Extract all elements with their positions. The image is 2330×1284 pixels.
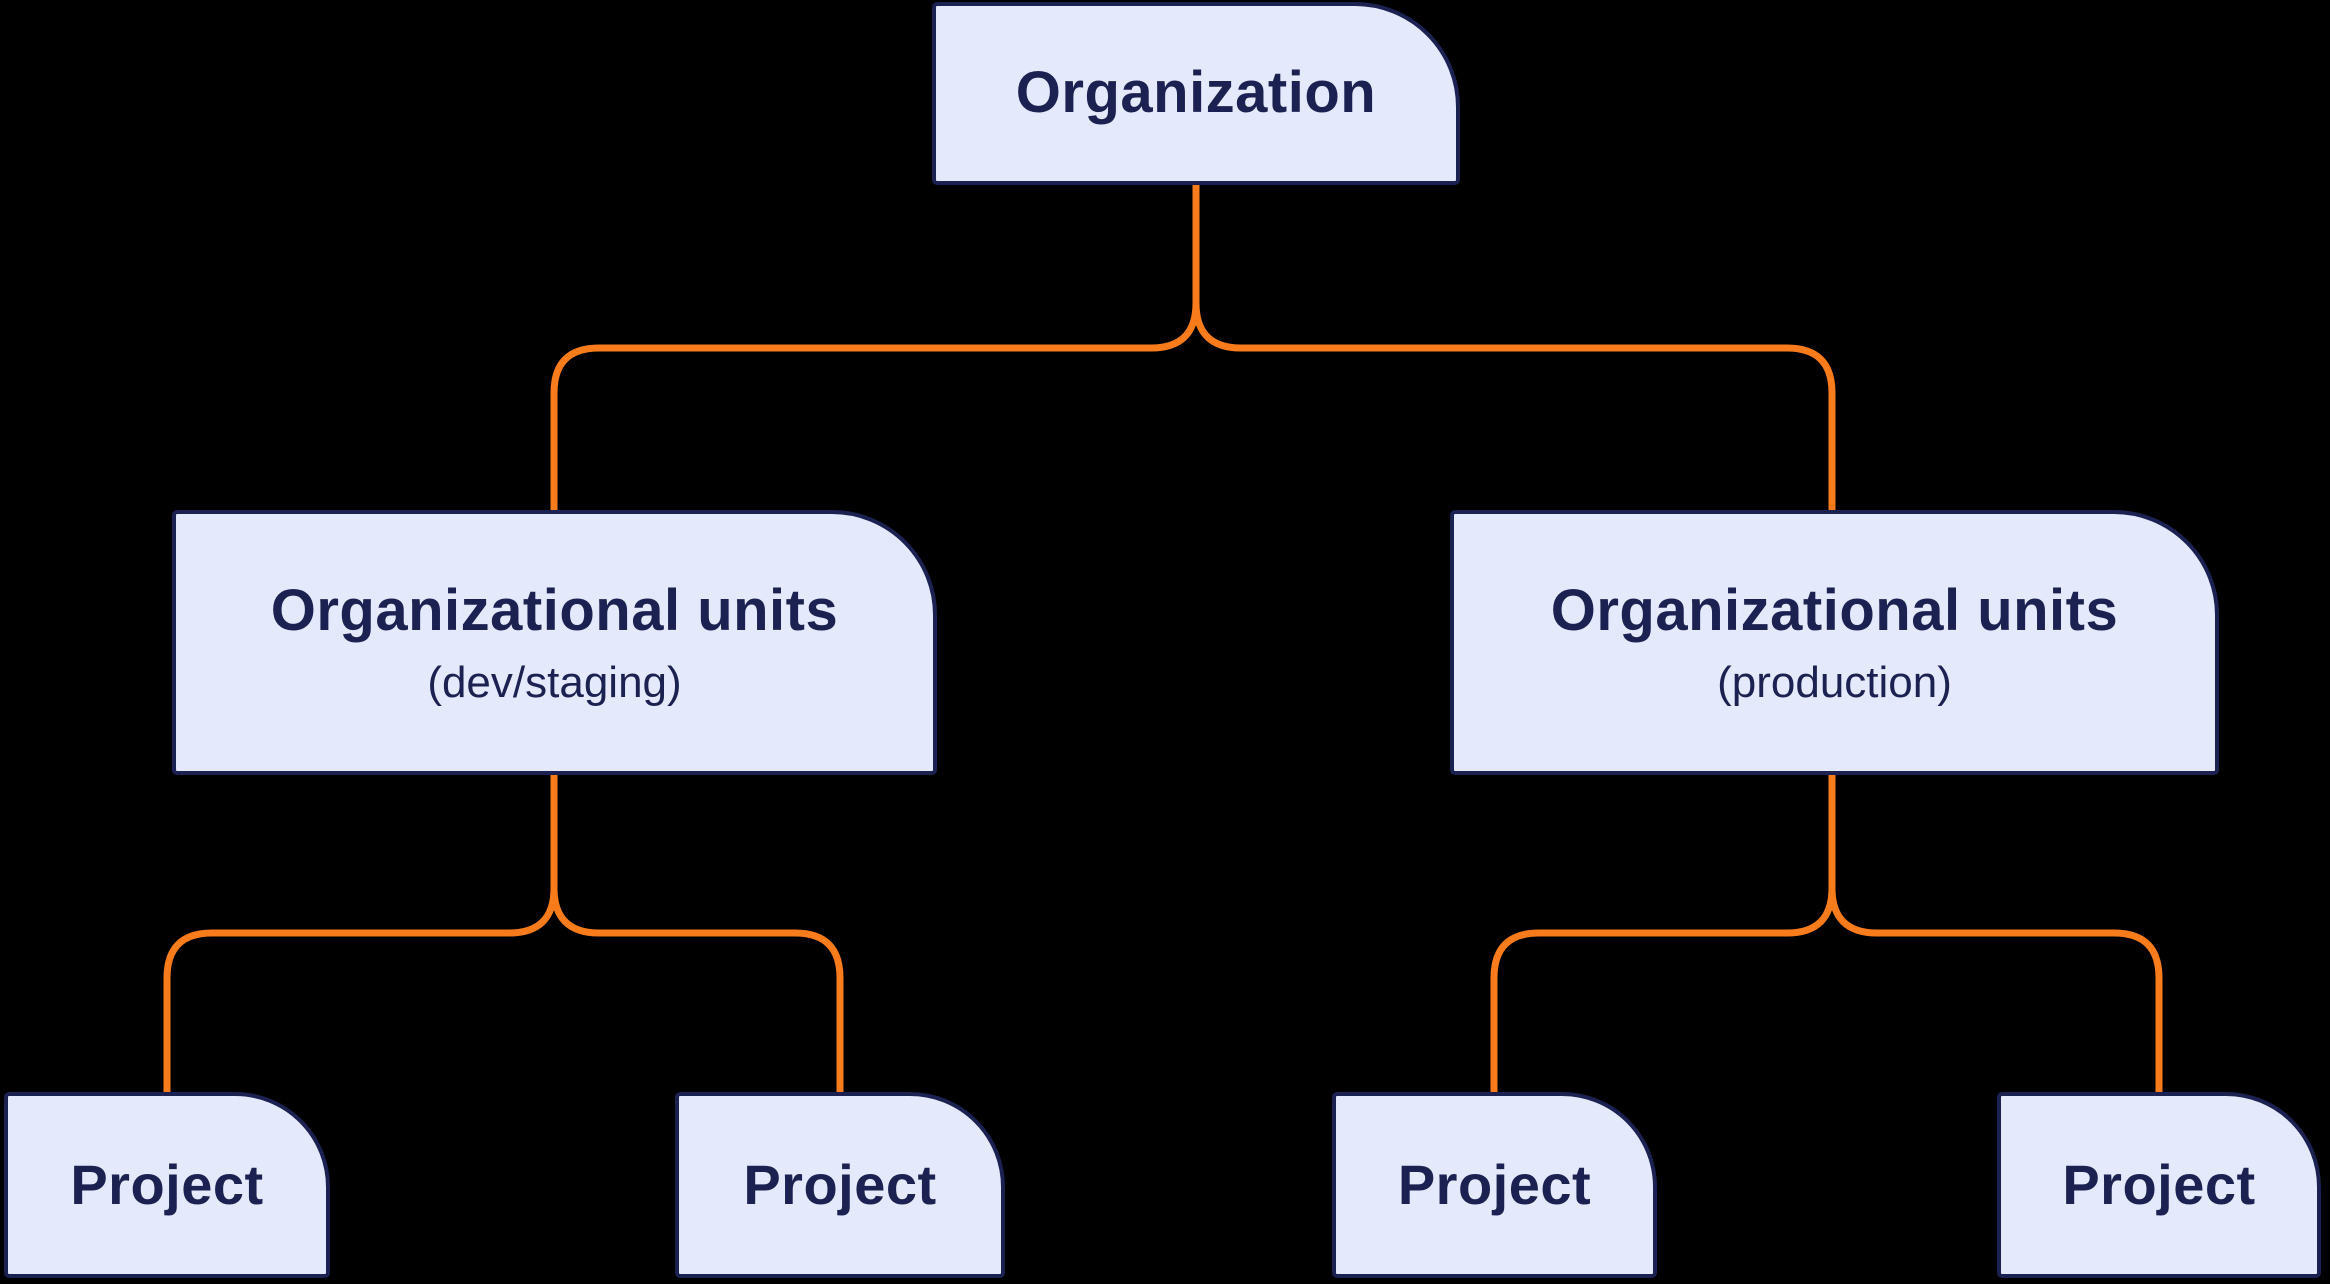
- connector-ou-prod-to-project-3: [1490, 771, 1836, 1096]
- ou-dev-staging-label: Organizational units: [270, 577, 839, 643]
- project-label: Project: [1397, 1152, 1592, 1216]
- connector-ou-prod-to-project-4: [1828, 771, 2163, 1096]
- ou-dev-staging-node: Organizational units (dev/staging): [172, 510, 937, 775]
- project-label: Project: [2062, 1152, 2256, 1216]
- ou-production-label: Organizational units: [1550, 577, 2119, 643]
- organization-node: Organization: [932, 2, 1460, 185]
- project-node: Project: [4, 1092, 330, 1278]
- project-node: Project: [1332, 1092, 1657, 1278]
- connector-org-to-ou-dev: [550, 181, 1200, 514]
- project-node: Project: [675, 1092, 1005, 1278]
- organization-label: Organization: [1015, 60, 1377, 126]
- connector-ou-dev-to-project-2: [550, 771, 844, 1096]
- ou-production-sublabel: (production): [1717, 657, 1952, 707]
- connector-org-to-ou-prod: [1192, 181, 1836, 514]
- connector-ou-dev-to-project-1: [163, 771, 558, 1096]
- ou-dev-staging-sublabel: (dev/staging): [427, 657, 682, 707]
- project-node: Project: [1997, 1092, 2321, 1278]
- ou-production-node: Organizational units (production): [1450, 510, 2219, 775]
- project-label: Project: [743, 1152, 937, 1216]
- project-label: Project: [70, 1152, 264, 1216]
